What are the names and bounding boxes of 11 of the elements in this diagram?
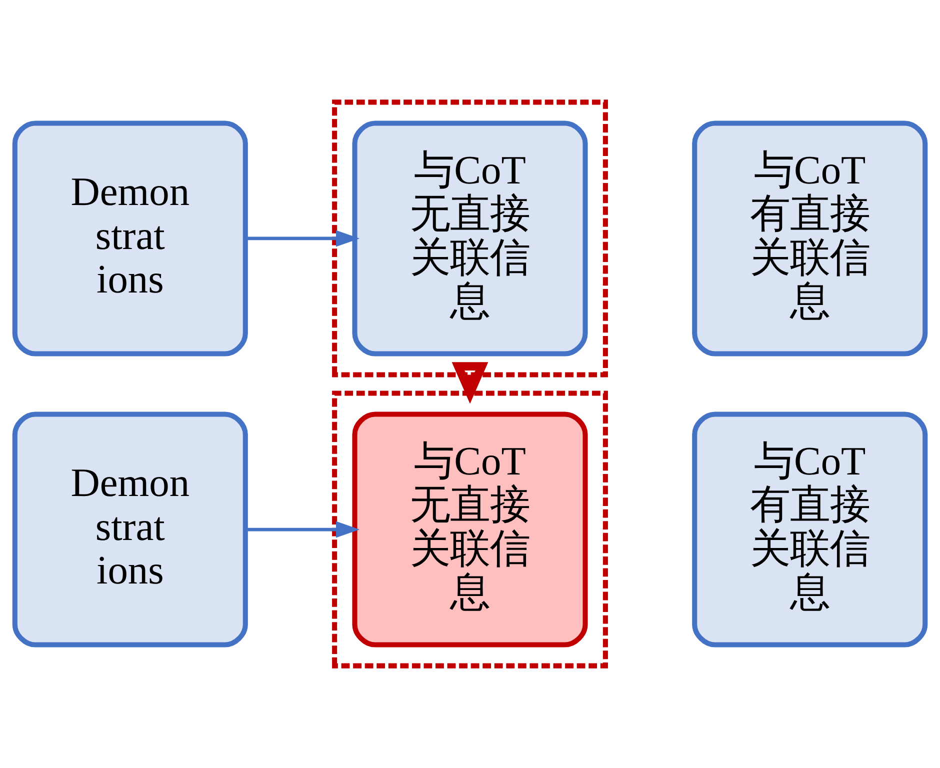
arrow [452,362,488,404]
node-box: Demonstrations [12,120,248,356]
arrow [246,521,360,538]
cluster [332,390,608,668]
node-box: Demonstrations [12,412,248,648]
cluster [332,100,608,378]
node-box: 与CoT有直接关联信息 [692,120,928,356]
arrow [246,230,360,247]
node-box: 与CoT无直接关联信息 [352,120,588,356]
node-box: 与CoT无直接关联信息 [352,412,588,648]
node-box: 与CoT有直接关联信息 [692,412,928,648]
